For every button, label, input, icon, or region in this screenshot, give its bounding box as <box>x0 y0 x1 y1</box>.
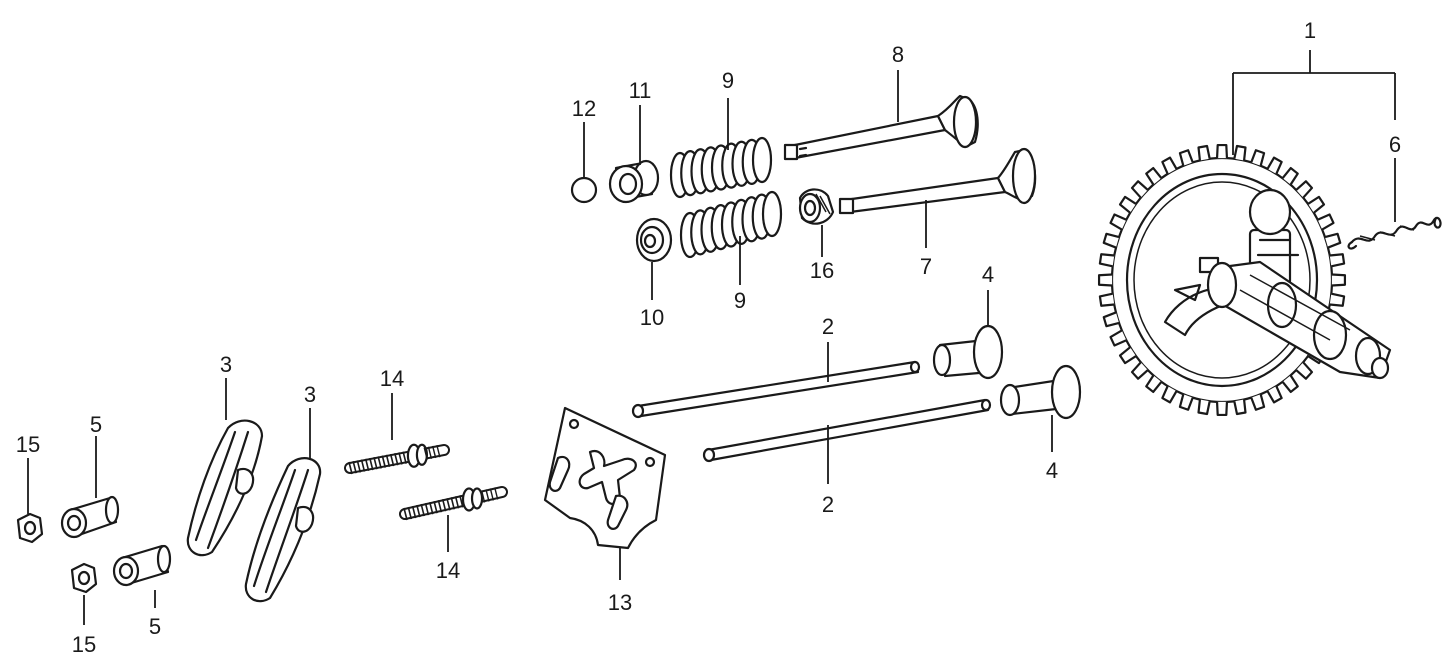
rocker-arm-right <box>244 457 322 603</box>
label-cap: 12 <box>572 96 596 121</box>
cap <box>570 176 598 204</box>
label-retainer-upper: 11 <box>629 78 652 103</box>
pushrod-lower <box>702 398 992 463</box>
rocker-arm-left <box>186 419 264 557</box>
stud-lower <box>399 486 508 521</box>
pivot-upper <box>60 495 120 539</box>
label-valve-spring-lower: 9 <box>734 288 746 313</box>
intake-valve <box>838 147 1037 215</box>
label-pushrod-lower: 2 <box>822 492 834 517</box>
nut-lower <box>70 562 98 594</box>
tappet-lower <box>999 364 1082 420</box>
label-pushrod-upper: 2 <box>822 314 834 339</box>
label-tappet-lower: 4 <box>1046 458 1058 483</box>
label-pivot-lower: 5 <box>149 614 161 639</box>
label-rocker-arm-right: 3 <box>304 382 316 407</box>
stem-seal <box>798 188 835 225</box>
label-pivot-upper: 5 <box>90 412 102 437</box>
label-valve-spring-upper: 9 <box>722 68 734 93</box>
label-guide-plate: 13 <box>608 590 632 615</box>
label-rocker-arm-left: 3 <box>220 352 232 377</box>
label-nut-upper: 15 <box>16 432 40 457</box>
valve-spring-lower <box>679 190 783 259</box>
label-tappet-upper: 4 <box>982 262 994 287</box>
label-stud-lower: 14 <box>436 558 460 583</box>
label-camshaft: 1 <box>1304 18 1316 43</box>
label-stem-seal: 16 <box>810 258 834 283</box>
retainer-upper <box>608 159 660 204</box>
nut-upper <box>16 512 44 544</box>
spring-part <box>1347 216 1442 250</box>
pivot-lower <box>112 544 172 587</box>
camshaft-shaft <box>1206 260 1392 380</box>
label-intake-valve: 7 <box>920 254 932 279</box>
stud-upper <box>344 443 450 475</box>
label-stud-upper: 14 <box>380 366 404 391</box>
exhaust-valve <box>783 94 979 161</box>
retainer-lower <box>635 217 673 263</box>
label-nut-lower: 15 <box>72 632 96 657</box>
guide-plate <box>543 406 667 550</box>
label-exhaust-valve: 8 <box>892 42 904 67</box>
valve-spring-upper <box>669 136 773 199</box>
tappet-upper <box>932 324 1004 380</box>
pushrod-upper <box>631 360 921 419</box>
label-spring: 6 <box>1389 132 1401 157</box>
leader-lines <box>27 50 1396 625</box>
label-retainer-lower: 10 <box>640 305 664 330</box>
callout-labels: 1 6 8 7 9 9 16 11 12 10 4 4 2 2 3 3 14 1… <box>16 18 1401 657</box>
